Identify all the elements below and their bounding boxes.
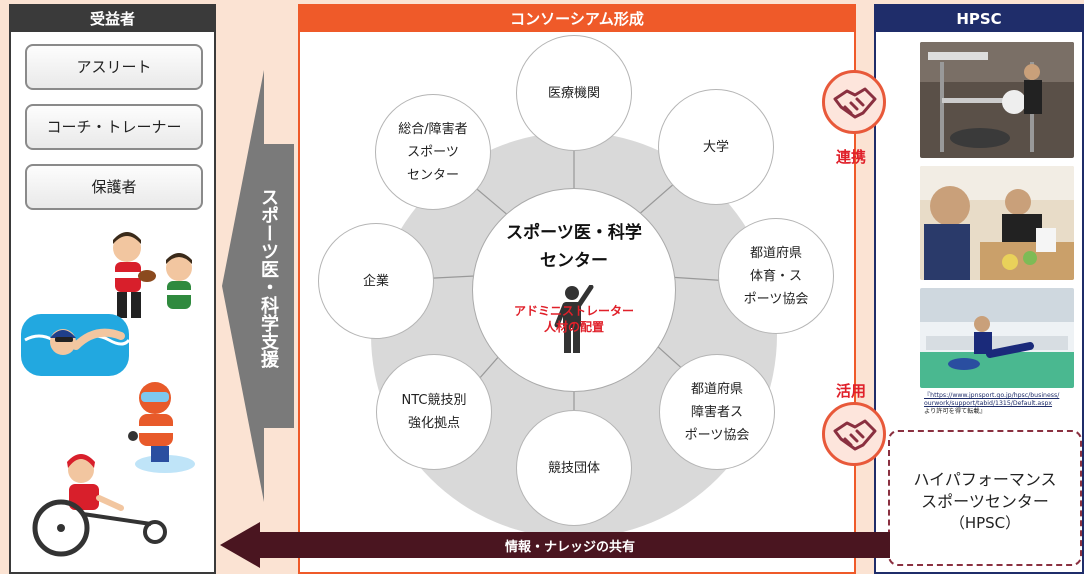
- rugby-player-illustration: [113, 232, 192, 331]
- para-snowboarder-illustration: [128, 382, 195, 473]
- hpsc-photo-nutrition: [920, 166, 1074, 280]
- photo-credit-line2: ourwork/support/tabid/1315/Default.aspx: [924, 400, 1053, 407]
- swimmer-illustration: [21, 314, 129, 376]
- support-arrow: [222, 70, 294, 502]
- hpsc-box-line1: ハイパフォーマンス: [913, 470, 1057, 489]
- beneficiary-athlete: アスリート: [25, 44, 203, 90]
- beneficiaries-panel: 受益者 アスリート コーチ・トレーナー 保護者: [9, 4, 216, 574]
- beneficiaries-title: 受益者: [11, 6, 214, 32]
- consortium-title: コンソーシアム形成: [300, 6, 854, 32]
- hpsc-box-line2: スポーツセンター: [921, 492, 1049, 511]
- node-sports-center: 総合/障害者 スポーツ センター: [375, 94, 491, 210]
- node-prefectural-sports-association: 都道府県 体育・ス ポーツ協会: [718, 218, 834, 334]
- node-university: 大学: [658, 89, 774, 205]
- wheelchair-racer-illustration: [32, 454, 167, 557]
- hpsc-photo-gym: [920, 42, 1074, 158]
- photo-credit-line3: より許可を得て転載』: [924, 408, 986, 415]
- handshake-icon: [822, 70, 886, 134]
- share-arrow: [220, 522, 890, 568]
- center-sub-line1: アドミニストレーター: [513, 304, 634, 318]
- use-label: 活用: [836, 382, 867, 400]
- beneficiary-guardian: 保護者: [25, 164, 203, 210]
- node-company: 企業: [318, 223, 434, 339]
- center-title-line2: センター: [540, 251, 608, 271]
- share-arrow-label: 情報・ナレッジの共有: [504, 540, 635, 555]
- support-arrow-label: スポーツ医・科学支援: [258, 188, 279, 368]
- hpsc-box-line3: （HPSC）: [949, 514, 1021, 532]
- beneficiary-coach-trainer: コーチ・トレーナー: [25, 104, 203, 150]
- handshake-icon: [822, 402, 886, 466]
- hpsc-title: HPSC: [876, 6, 1082, 32]
- center-sub-line2: 人材の配置: [543, 320, 604, 334]
- collab-label: 連携: [836, 148, 867, 166]
- person-raising-hand-icon: [554, 285, 594, 353]
- node-prefectural-para-sports-association: 都道府県 障害者ス ポーツ協会: [659, 354, 775, 470]
- photo-credit-line1: 『https://www.jpnsport.go.jp/hpsc/busines…: [924, 392, 1060, 399]
- hpsc-photo-training: [920, 288, 1074, 388]
- center-title-line1: スポーツ医・科学: [506, 223, 642, 243]
- node-ntc-training-base: NTC競技別 強化拠点: [376, 354, 492, 470]
- node-sports-federation: 競技団体: [516, 410, 632, 526]
- hpsc-box: [888, 430, 1082, 566]
- node-medical-institution: 医療機関: [516, 35, 632, 151]
